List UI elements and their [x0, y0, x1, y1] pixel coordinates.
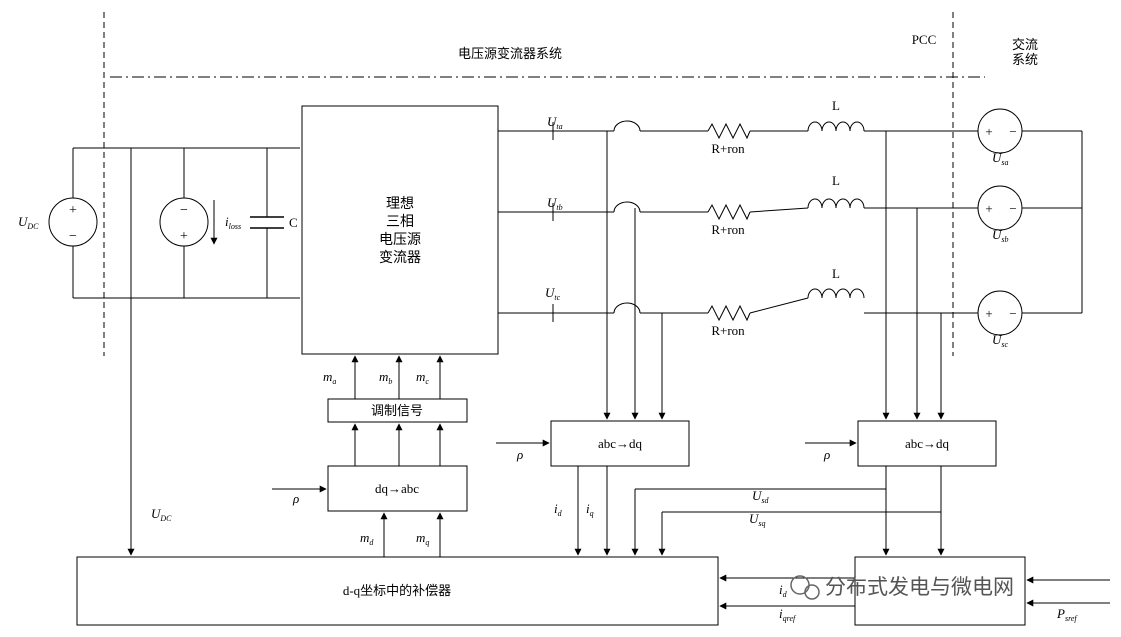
utc-label: Utc — [545, 285, 561, 302]
pq-reference-block — [854, 556, 1026, 626]
ma-label: ma — [323, 369, 336, 386]
watermark: 分布式发电与微电网 — [790, 575, 1014, 600]
modulation-signal-block — [327, 398, 468, 423]
resistor-a — [707, 122, 751, 140]
pcc-label: PCC — [912, 32, 937, 47]
abc-to-dq-block-2 — [857, 420, 997, 467]
usa-plus-sign: + — [985, 124, 992, 139]
inductor-b-label: L — [832, 173, 840, 188]
capacitor-label: C — [289, 215, 298, 230]
usb-plus-sign: + — [985, 201, 992, 216]
iqref-label: iqref — [779, 606, 797, 623]
resistor-b — [707, 203, 751, 221]
usc-plus-sign: + — [985, 306, 992, 321]
abc-dq-label-1: abc→dq — [598, 436, 643, 451]
dq-abc-label: dq→abc — [375, 481, 419, 496]
rho-label-1: ρ — [292, 491, 299, 506]
udc-minus-sign: − — [69, 229, 77, 244]
mb-label: mb — [379, 369, 392, 386]
idref-label: id — [779, 582, 788, 599]
loss-current-source — [159, 197, 209, 247]
usq-label: Usq — [749, 511, 766, 528]
mq-label: mq — [416, 530, 429, 547]
dq-to-abc-block — [327, 465, 468, 512]
inductor-c — [807, 288, 865, 299]
usa-label: Usa — [992, 150, 1009, 167]
usa-minus-sign: − — [1009, 124, 1016, 139]
usb-minus-sign: − — [1009, 201, 1016, 216]
udc-source-label: UDC — [18, 214, 39, 231]
utb-label: Utb — [547, 195, 563, 212]
converter-label-2: 三相 — [386, 214, 414, 230]
psref-label: Psref — [1056, 606, 1078, 623]
resistor-c-label: R+ron — [711, 323, 745, 338]
uta-label: Uta — [547, 114, 563, 131]
vsc-system-label: 电压源变流器系统 — [458, 46, 562, 61]
rho-label-3: ρ — [823, 447, 830, 462]
usd-label: Usd — [752, 488, 770, 505]
usc-minus-sign: − — [1009, 306, 1016, 321]
abc-dq-label-2: abc→dq — [905, 436, 950, 451]
rho-label-2: ρ — [516, 447, 523, 462]
ideal-converter-box — [301, 105, 499, 355]
converter-label-1: 理想 — [386, 196, 414, 212]
ac-system-label-1: 交流 — [1012, 37, 1038, 52]
iloss-plus-sign: + — [180, 229, 188, 244]
udc-plus-sign: + — [69, 203, 77, 218]
wechat-icon — [790, 575, 810, 595]
converter-label-3: 电压源 — [379, 232, 421, 248]
dc-voltage-source — [48, 197, 98, 247]
resistor-b-label: R+ron — [711, 222, 745, 237]
id-label: id — [554, 501, 563, 518]
udc-feedback-label: UDC — [151, 506, 172, 523]
modulation-label: 调制信号 — [371, 403, 423, 418]
watermark-text: 分布式发电与微电网 — [825, 575, 1014, 599]
iq-label: iq — [586, 501, 594, 518]
md-label: md — [360, 530, 374, 547]
inductor-c-label: L — [832, 266, 840, 281]
iloss-label: iloss — [225, 214, 241, 231]
mc-label: mc — [416, 369, 429, 386]
compensator-label: d-q坐标中的补偿器 — [343, 583, 451, 598]
converter-label-4: 变流器 — [379, 250, 421, 266]
usc-label: Usc — [992, 332, 1009, 349]
ac-system-label-2: 系统 — [1012, 52, 1038, 67]
inductor-a — [807, 121, 865, 132]
abc-to-dq-block-1 — [550, 420, 690, 467]
iloss-minus-sign: − — [180, 203, 188, 218]
resistor-c — [707, 304, 751, 322]
inductor-a-label: L — [832, 98, 840, 113]
inductor-b — [807, 198, 865, 209]
compensator-block — [76, 556, 719, 626]
resistor-a-label: R+ron — [711, 141, 745, 156]
usb-label: Usb — [992, 227, 1009, 244]
